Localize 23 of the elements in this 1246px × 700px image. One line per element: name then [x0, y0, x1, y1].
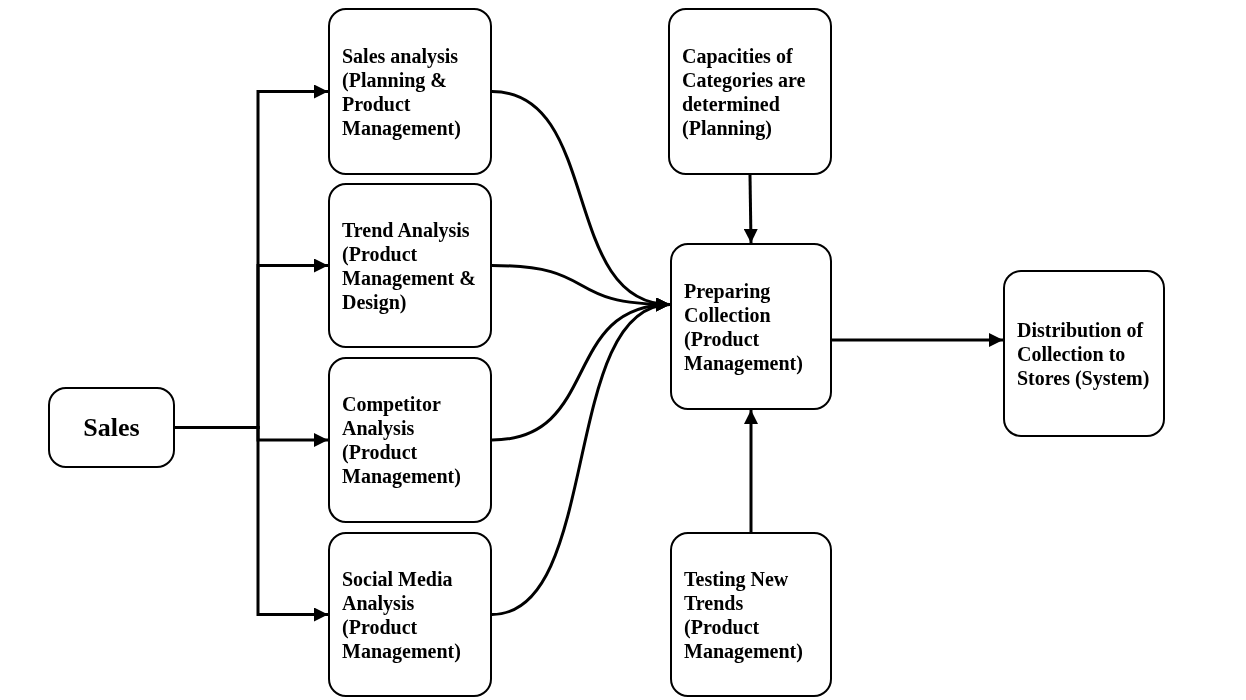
box-label: Competitor Analysis (Product Management) — [342, 392, 462, 488]
box-label: Capacities of Categories are determined (Planning) — [682, 43, 807, 140]
process-box — [328, 357, 492, 523]
box-label: Testing New Trends (Product Management) — [684, 566, 804, 663]
arrow — [491, 301, 671, 616]
arrow — [744, 410, 758, 532]
box-label: Trend Analysis (Product Management & Design) — [342, 217, 477, 314]
process-box — [670, 532, 832, 697]
process-box — [48, 387, 175, 468]
box-label: Sales — [83, 415, 140, 440]
box-label: Sales analysis (Planning & Product Management) — [342, 43, 462, 140]
process-box — [1003, 270, 1165, 437]
arrow — [743, 174, 758, 244]
process-box — [328, 8, 492, 175]
process-box — [328, 183, 492, 348]
process-box — [670, 243, 832, 410]
arrow — [832, 333, 1003, 347]
box-label: Preparing Collection (Product Management) — [684, 278, 804, 375]
box-label: Social Media Analysis (Product Management) — [342, 566, 462, 663]
box-label: Distribution of Collection to Stores (System) — [1017, 317, 1151, 390]
process-box — [668, 8, 832, 175]
arrow — [175, 426, 328, 622]
process-box — [328, 532, 492, 697]
